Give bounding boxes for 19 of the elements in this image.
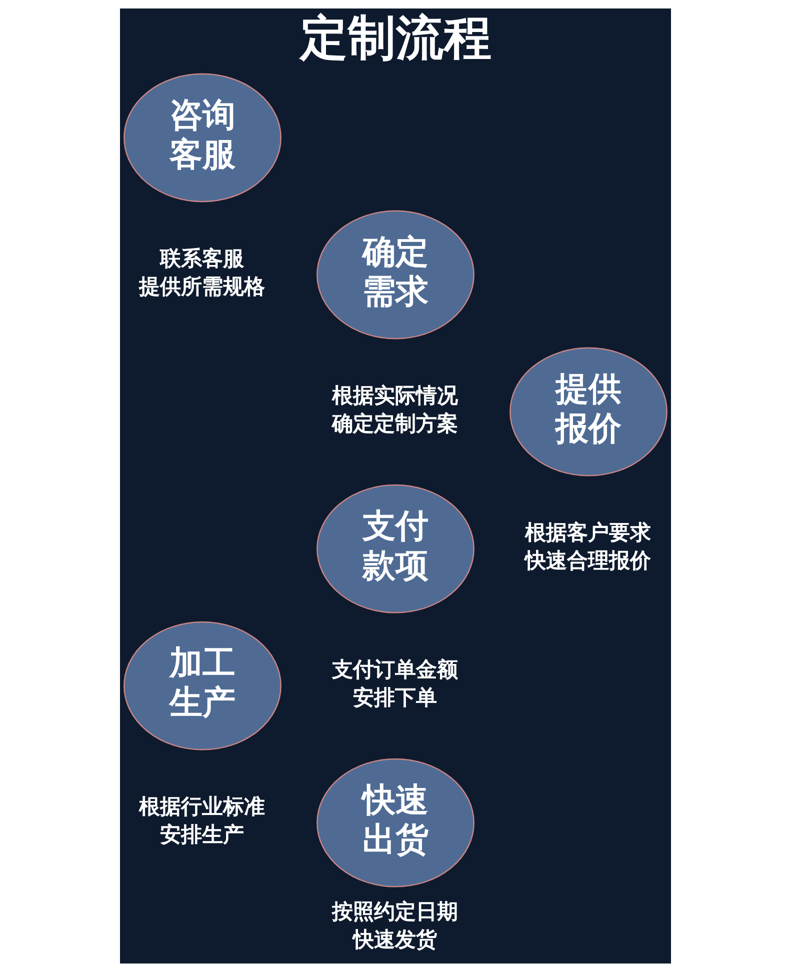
node-label: 联系客服 [159, 246, 244, 270]
node-ellipse: 提供报价 [509, 347, 667, 476]
node-ellipse: 加工生产 [123, 621, 281, 750]
node-label: 快速发货 [352, 927, 436, 952]
node-ellipse: 快速出货 [316, 758, 474, 888]
node-label: 支付订单金额 [332, 657, 458, 682]
diagram-title: 定制流程 [300, 11, 492, 66]
node-label: 根据行业标准 [138, 794, 265, 818]
node-label: 根据实际情况 [332, 383, 458, 408]
node-label: 提供所需规格 [138, 274, 265, 298]
node-ellipse: 确定需求 [316, 210, 474, 340]
node-label: 根据客户要求 [524, 520, 651, 544]
node-label: 安排下单 [352, 685, 436, 710]
node-label: 确定定制方案 [332, 411, 458, 436]
node-ellipse: 咨询客服 [123, 73, 281, 202]
node-label: 按照约定日期 [332, 899, 458, 924]
node-ellipse: 支付款项 [316, 484, 474, 614]
node-label: 安排生产 [159, 822, 244, 846]
node-label: 快速合理报价 [524, 548, 651, 572]
